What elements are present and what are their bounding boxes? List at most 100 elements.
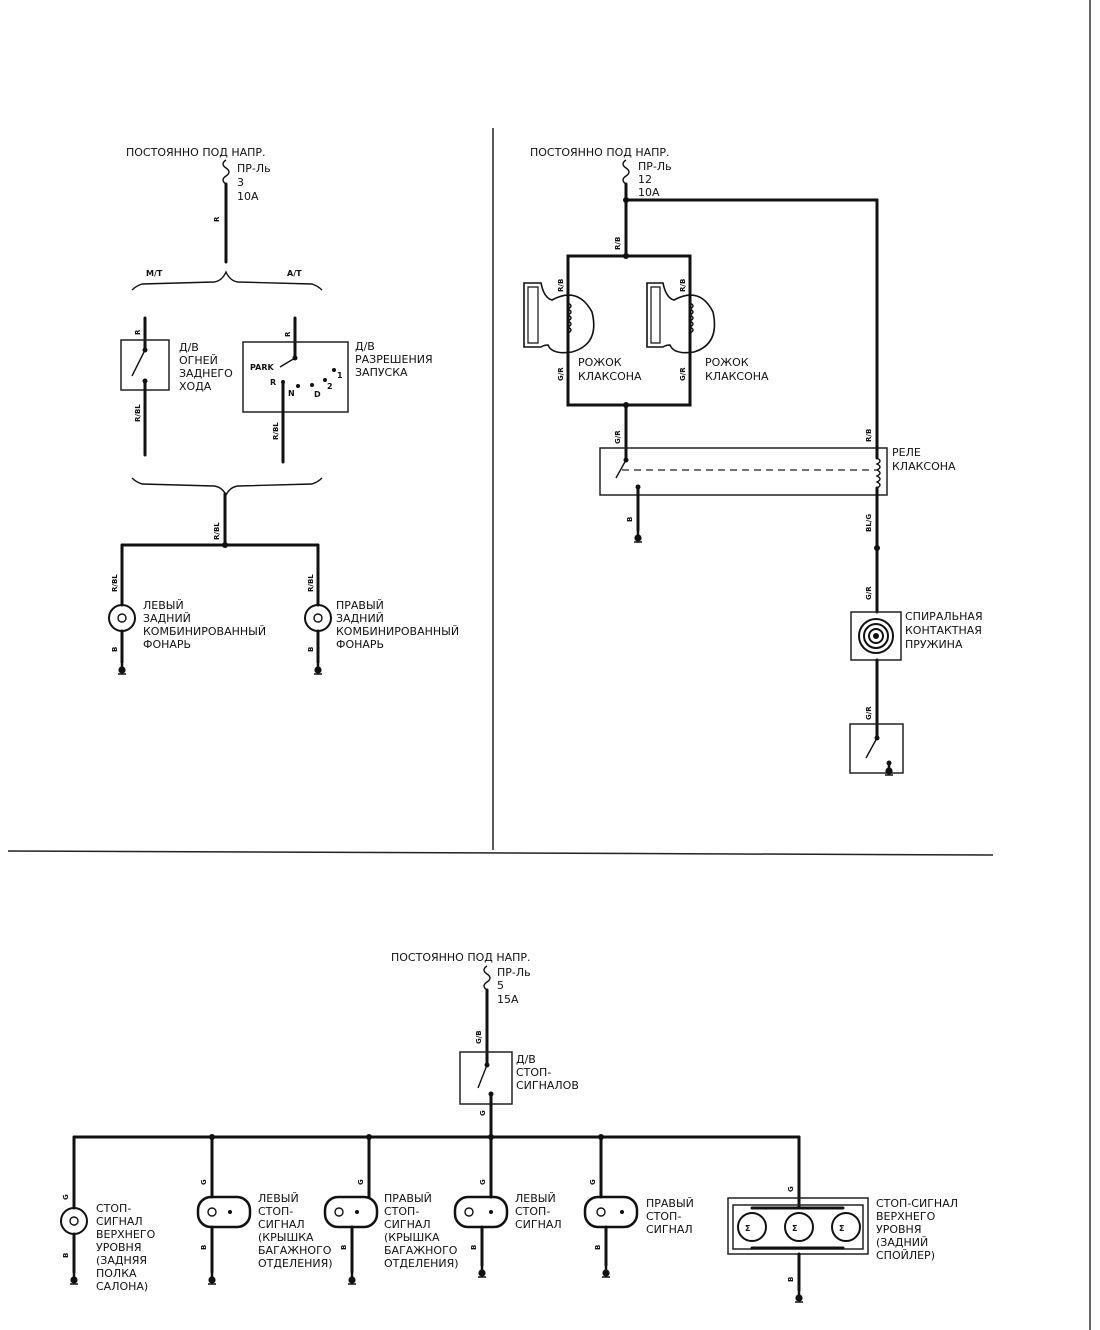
lamp3-label-1: ПРАВЫЙ: [384, 1192, 432, 1205]
lamp2-label-4: (КРЫШКА: [258, 1231, 314, 1244]
pos-park: PARK: [250, 363, 274, 372]
wire-label: R/BL: [213, 522, 221, 540]
ground-icon: [68, 1270, 80, 1286]
ground-icon: [312, 660, 324, 676]
wire-label: R/B: [557, 279, 565, 292]
pos-1: 1: [337, 371, 343, 380]
option-bracket-top: [131, 270, 323, 291]
ground-icon: [793, 1288, 805, 1304]
ground-icon: [632, 528, 644, 544]
lamp1-label-6: ПОЛКА: [96, 1267, 137, 1280]
horn-relay-box: [599, 447, 888, 496]
lamp4-label-1: ЛЕВЫЙ: [515, 1192, 556, 1205]
ground-icon: [206, 1270, 218, 1286]
lamp4-label-2: СТОП-: [515, 1205, 550, 1218]
wire-label: G/R: [865, 706, 873, 720]
ground-icon: [476, 1263, 488, 1279]
lamp2-label-6: ОТДЕЛЕНИЯ): [258, 1257, 333, 1270]
switch-contact: [279, 357, 296, 368]
horn2-label-2: КЛАКСОНА: [705, 370, 769, 383]
pos-r: R: [270, 378, 276, 387]
ground-icon: [600, 1263, 612, 1279]
fuse-symbol: [222, 159, 230, 185]
lamp6-label-5: СПОЙЛЕР): [876, 1249, 935, 1262]
lamp3-label-3: СИГНАЛ: [384, 1218, 431, 1231]
stop-switch-box: [459, 1051, 513, 1105]
left-lamp-label-4: ФОНАРЬ: [143, 638, 191, 651]
stop-lamp-bulb: [453, 1195, 509, 1229]
horn1-label-1: РОЖОК: [578, 356, 622, 369]
horn-coil: [688, 302, 694, 334]
switch1-label-2: ОГНЕЙ: [179, 354, 218, 367]
wire-label: G/R: [614, 430, 622, 444]
left-lamp-label-3: КОМБИНИРОВАННЫЙ: [143, 625, 266, 638]
lamp2-label-2: СТОП-: [258, 1205, 293, 1218]
lamp1-label-1: СТОП-: [96, 1202, 131, 1215]
lamp2-label-5: БАГАЖНОГО: [258, 1244, 332, 1257]
left-lamp-label-1: ЛЕВЫЙ: [143, 599, 184, 612]
wire-label: R/BL: [307, 574, 315, 592]
right-lamp-bulb: [304, 604, 332, 632]
left-lamp-bulb: [108, 604, 136, 632]
fuse-symbol: [622, 159, 630, 185]
right-lamp-label-1: ПРАВЫЙ: [336, 599, 384, 612]
ground-icon: [346, 1270, 358, 1286]
lamp6-label-3: УРОВНЯ: [876, 1223, 921, 1236]
lamp5-label-2: СТОП-: [646, 1210, 681, 1223]
wire-label: R: [284, 331, 292, 337]
lamp1-label-4: УРОВНЯ: [96, 1241, 141, 1254]
at-label: A/T: [287, 269, 302, 278]
fuse-symbol: [483, 965, 491, 991]
left-lamp-label-2: ЗАДНИЙ: [143, 612, 191, 625]
option-bracket-bottom: [131, 477, 323, 497]
lamp6-label-1: СТОП-СИГНАЛ: [876, 1197, 958, 1210]
stop-switch-label-1: Д/В: [516, 1053, 536, 1066]
bulb-symbol: Σ: [745, 1224, 750, 1233]
fuse-rating: 10A: [638, 186, 660, 199]
fuse-number: 5: [497, 979, 504, 992]
wire-label: G/R: [557, 367, 565, 381]
reverse-light-circuit: ПОСТОЯННО ПОД НАПР. ПР-Ль 3 10A R M/T A/…: [108, 146, 459, 676]
lamp1-label-7: САЛОНА): [96, 1280, 148, 1293]
right-lamp-label-2: ЗАДНИЙ: [336, 612, 384, 625]
pos-2: 2: [327, 382, 333, 391]
wire-label: B: [787, 1277, 795, 1282]
horn-coil: [566, 302, 572, 334]
stop-lamp-bulb: [60, 1207, 88, 1235]
lamp3-label-4: (КРЫШКА: [384, 1231, 440, 1244]
ground-icon: [883, 761, 895, 777]
neutral-switch-box: [242, 341, 349, 413]
horn-switch-box: [849, 723, 904, 774]
wire-label: G: [479, 1179, 487, 1185]
lamp3-label-6: ОТДЕЛЕНИЯ): [384, 1257, 459, 1270]
bulb-symbol: Σ: [839, 1224, 844, 1233]
wire-label: G/R: [679, 367, 687, 381]
wire-label: R/B: [614, 237, 622, 250]
lamp2-label-1: ЛЕВЫЙ: [258, 1192, 299, 1205]
switch2-label-3: ЗАПУСКА: [355, 366, 408, 379]
lamp2-label-3: СИГНАЛ: [258, 1218, 305, 1231]
spring-label-3: ПРУЖИНА: [905, 638, 963, 651]
wire-label: R/BL: [272, 422, 280, 440]
wire-label: G: [589, 1179, 597, 1185]
power-label: ПОСТОЯННО ПОД НАПР.: [391, 951, 531, 964]
wire-label: R: [134, 329, 142, 335]
stop-lamp-bulb: [737, 1212, 767, 1242]
relay-contact: [615, 459, 627, 479]
wire-label: G: [62, 1194, 70, 1200]
ground-icon: [116, 660, 128, 676]
wire-label: R/BL: [111, 574, 119, 592]
lamp1-label-2: СИГНАЛ: [96, 1215, 143, 1228]
stop-lamp-bulb: [196, 1195, 252, 1229]
wire-label: G: [200, 1179, 208, 1185]
wire-label: G/R: [865, 586, 873, 600]
relay-coil: [875, 457, 881, 489]
switch-contact: [131, 349, 146, 377]
wire-label: G: [357, 1179, 365, 1185]
stop-lamp-bulb: [784, 1212, 814, 1242]
wire-label: B: [340, 1245, 348, 1250]
spring-label-2: КОНТАКТНАЯ: [905, 624, 982, 637]
wire-label: B: [111, 647, 119, 652]
fuse-name: ПР-Ль: [237, 162, 271, 175]
